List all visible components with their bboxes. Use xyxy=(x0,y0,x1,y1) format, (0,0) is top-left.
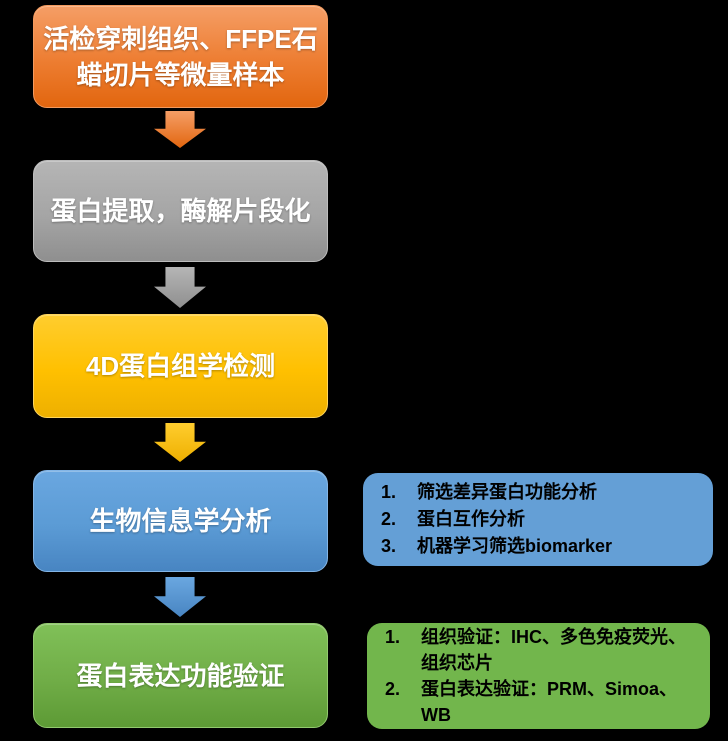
list-item-text: 蛋白表达验证：PRM、Simoa、WB xyxy=(421,679,678,725)
down-arrow-icon xyxy=(154,267,206,308)
flow-step-sample: 活检穿刺组织、FFPE石蜡切片等微量样本 xyxy=(33,5,328,108)
flow-step-bioinformatics: 生物信息学分析 xyxy=(33,470,328,572)
list-item-number: 2. xyxy=(381,509,397,529)
list-item: 1. 筛选差异蛋白功能分析 xyxy=(381,479,701,506)
validation-detail-panel: 1. 组织验证：IHC、多色免疫荧光、组织芯片 2. 蛋白表达验证：PRM、Si… xyxy=(367,623,710,729)
list-item: 2. 蛋白互作分析 xyxy=(381,506,701,533)
down-arrow-icon xyxy=(154,423,206,462)
list-item-number: 3. xyxy=(381,536,397,556)
list-item-text: 组织验证：IHC、多色免疫荧光、组织芯片 xyxy=(421,627,686,673)
list-item-text: 蛋白互作分析 xyxy=(417,509,525,529)
list-item: 1. 组织验证：IHC、多色免疫荧光、组织芯片 xyxy=(385,624,698,676)
down-arrow-icon xyxy=(154,111,206,148)
flow-step-detection: 4D蛋白组学检测 xyxy=(33,314,328,418)
flow-step-extraction: 蛋白提取，酶解片段化 xyxy=(33,160,328,262)
list-item-number: 1. xyxy=(385,627,401,647)
list-item-number: 1. xyxy=(381,482,397,502)
bioinformatics-detail-panel: 1. 筛选差异蛋白功能分析 2. 蛋白互作分析 3. 机器学习筛选biomark… xyxy=(363,473,713,566)
flow-step-validation: 蛋白表达功能验证 xyxy=(33,623,328,728)
list-item-text: 筛选差异蛋白功能分析 xyxy=(417,482,597,502)
down-arrow-icon xyxy=(154,577,206,617)
list-item-number: 2. xyxy=(385,679,401,699)
list-item: 3. 机器学习筛选biomarker xyxy=(381,533,701,560)
list-item-text: 机器学习筛选biomarker xyxy=(417,536,613,556)
list-item: 2. 蛋白表达验证：PRM、Simoa、WB xyxy=(385,676,698,728)
